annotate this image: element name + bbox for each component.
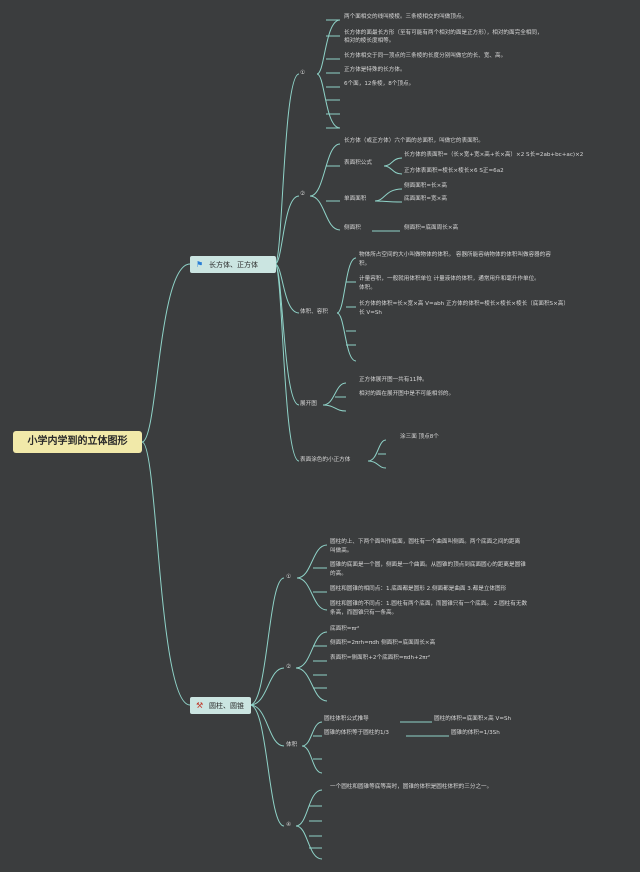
list-item: 长方体的表面积=（长×宽+宽×高+长×高）×2 S长=2ab+bc+ac)×2 (404, 152, 584, 158)
list-item: 圆柱和圆锥的相同点：1.底面都是圆形 2.侧面都是曲面 3.都是立体图形 (330, 586, 507, 592)
list-item: 长方体的体积=长×宽×高 V=abh 正方体的体积=棱长×棱长×棱长（底面积S×… (359, 301, 569, 307)
list-item: 圆锥的体积=1/3Sh (451, 730, 500, 736)
section-label[interactable]: ④ (286, 822, 292, 828)
tools-icon: ⚒ (196, 701, 204, 710)
branch-label: 圆柱、圆锥 (209, 702, 244, 710)
section-label[interactable]: ② (300, 191, 306, 197)
branch-cylinder-cone[interactable]: ⚒ 圆柱、圆锥 (190, 697, 251, 714)
section-label[interactable]: ② (286, 664, 292, 670)
connector-branch2 (249, 704, 285, 827)
list-item: 条高，而圆锥只有一条高。 (330, 610, 398, 616)
flag-icon: ⚑ (196, 260, 204, 269)
section-label[interactable]: 表面涂色的小正方体 (300, 457, 351, 463)
branch-cuboid-cube[interactable]: ⚑ 长方体、正方体 (190, 256, 276, 273)
list-item: 正方体展开图一共有11种。 (359, 377, 428, 383)
list-item: 正方体是特殊的长方体。 (344, 67, 406, 73)
list-item: 6个面，12条棱，8个顶点。 (344, 81, 415, 87)
list-item[interactable]: 圆柱体积公式推导 (324, 716, 369, 722)
list-item: 侧面积=底面周长×高 (404, 225, 459, 231)
sub-topic-label[interactable]: 单面面积 (344, 196, 367, 202)
sub-topic-label[interactable]: 表面积公式 (344, 160, 372, 166)
list-item: 长方体相交于同一顶点的三条棱的长度分别叫做它的长、宽、高。 (344, 53, 507, 59)
list-item: 积。 (359, 261, 371, 267)
list-item: 长 V=Sh (359, 310, 382, 316)
list-item: 物体所占空间的大小叫做物体的体积。 容器所能容纳物体的体积叫做容器的容 (359, 252, 551, 258)
list-item: 两个面相交的线叫棱棱。三条棱相交的叫做顶点。 (344, 14, 468, 20)
list-item: 相对的棱长度相等。 (344, 38, 395, 44)
list-item: 一个圆柱和圆锥等底等高时，圆锥的体积是圆柱体积的三分之一。 (330, 784, 493, 790)
list-item: 长方体的面最长方形（至有可能有两个相对的面是正方形），相对的面完全相同， (344, 30, 543, 36)
list-item: 长方体（或正方体）六个面的总面积，叫做它的表面积。 (344, 138, 484, 144)
section-label[interactable]: 体积 (286, 742, 298, 748)
list-item: 圆柱的上、下两个面叫作底面，圆柱有一个曲面叫侧面。两个底面之间的距离 (330, 539, 521, 545)
connector-root (141, 441, 191, 706)
connector-branch1 (274, 263, 300, 462)
list-item: 圆柱和圆锥的不同点：1.圆柱有两个底面，而圆锥只有一个底面。 2.圆柱有无数 (330, 601, 528, 607)
connector-branch1 (274, 73, 300, 265)
branch-label: 长方体、正方体 (209, 261, 258, 269)
list-item: 叫做高。 (330, 548, 353, 554)
list-item: 涂三面 顶点8个 (400, 434, 439, 440)
list-item: 表面积=侧面积+2个底面积=πdh+2πr² (330, 655, 431, 661)
list-item: 相对的面在展开图中是不可能相邻的。 (359, 391, 455, 397)
connector-branch2 (249, 577, 285, 706)
list-item: 底面积=πr² (330, 626, 360, 632)
connector-branch2 (249, 667, 285, 706)
list-item: 侧面面积=长×高 (404, 183, 447, 189)
list-item: 计量容积，一般就用体积单位 计量液体的体积，通常用升和毫升作单位。 (359, 276, 540, 282)
sub-topic-label[interactable]: 侧面积 (344, 225, 361, 231)
root-topic[interactable]: 小学内学到的立体图形 (13, 431, 142, 453)
list-item: 体积。 (359, 285, 376, 291)
connector-root (141, 263, 191, 443)
section-label[interactable]: ① (300, 70, 306, 76)
section-label[interactable]: ① (286, 574, 292, 580)
connector-branch1 (274, 263, 300, 314)
list-item: 正方体表面积=棱长×棱长×6 S正=6a2 (404, 168, 504, 174)
list-item: 圆锥的底面是一个圆，侧面是一个曲面。从圆锥的顶点到底面圆心的距离是圆锥 (330, 562, 526, 568)
list-item: 圆柱的体积=底面积×高 V=Sh (434, 716, 512, 722)
connector-branch1 (274, 195, 300, 265)
list-item: 底面面积=宽×高 (404, 196, 447, 202)
list-item: 的高。 (330, 571, 347, 577)
section-label[interactable]: 展开图 (300, 401, 317, 407)
connector-branch2 (249, 704, 285, 747)
list-item[interactable]: 圆锥的体积等于圆柱的1/3 (324, 730, 389, 736)
section-label[interactable]: 体积、容积 (300, 309, 328, 315)
list-item: 侧面积=2πrh=πdh 侧面积=底面周长×高 (330, 640, 436, 646)
